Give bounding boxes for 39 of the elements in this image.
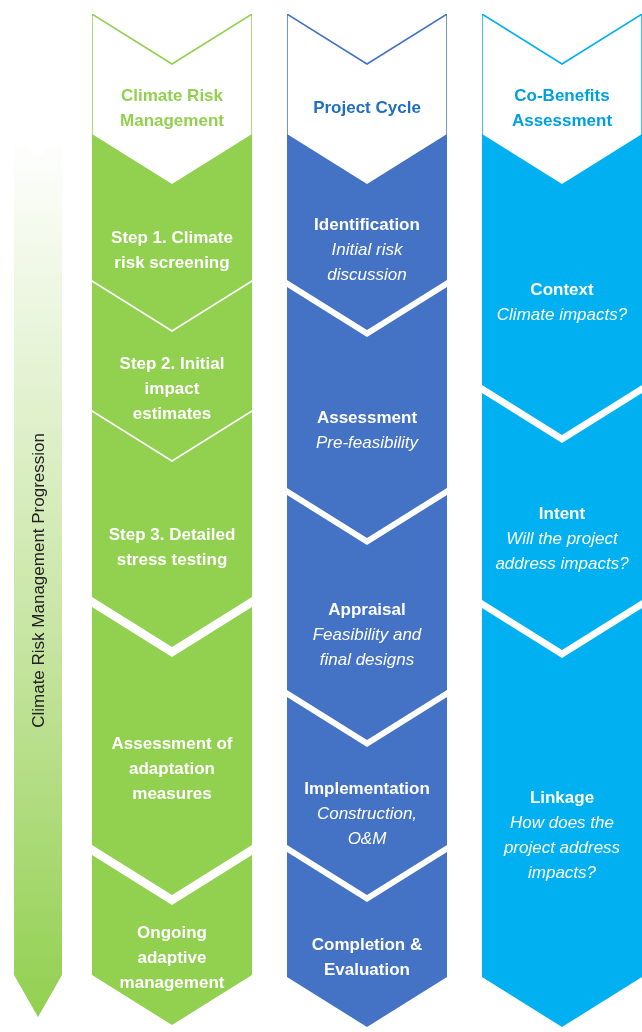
column-heading: Project Cycle [312,97,422,119]
stage-panel [92,135,252,330]
stage-panel [482,608,642,1027]
stage-title: Context [529,279,595,301]
stage-title: Assessment [315,406,419,429]
stage-panel [287,697,447,895]
stage-title: Completion & Evaluation [310,933,424,981]
header-panel [92,14,252,185]
stage-panel [287,852,447,1027]
stage-panel [92,855,252,1025]
header-panel [287,14,447,185]
stage-panel [482,393,642,650]
stage-title: Intent [537,503,587,525]
stage-panel [287,495,447,740]
stage-description: Construction, O&M [315,802,419,850]
header-panel [482,14,642,185]
column-heading: Co-Benefits Assessment [510,84,614,132]
stage-title: Step 1. Climate risk screening [110,226,234,274]
stage-title: Implementation [303,777,431,800]
stage-description: Initial risk discussion [326,239,408,286]
stage-panel [482,135,642,435]
stage-title: Ongoing adaptive management [118,921,226,994]
stage-description: How does the project address impacts? [502,811,622,884]
axis-label: Climate Risk Management Progression [27,432,49,728]
stage-title: Identification [313,214,421,236]
stage-panel [92,282,252,460]
stage-title: Assessment of adaptation measures [110,732,234,805]
stage-description: Pre-feasibility [314,431,420,454]
column-heading: Climate Risk Management [119,84,225,132]
stage-description: Climate impacts? [495,304,629,326]
stage-title: Linkage [528,786,596,809]
stage-panel [287,287,447,538]
stage-description: Will the project address impacts? [494,528,630,575]
stage-title: Step 2. Initial impact estimates [118,352,226,425]
stage-panel [92,607,252,895]
stage-title: Appraisal [327,599,407,621]
stage-title: Step 3. Detailed stress testing [107,523,237,571]
stage-description: Feasibility and final designs [311,624,423,671]
stage-panel [287,135,447,330]
